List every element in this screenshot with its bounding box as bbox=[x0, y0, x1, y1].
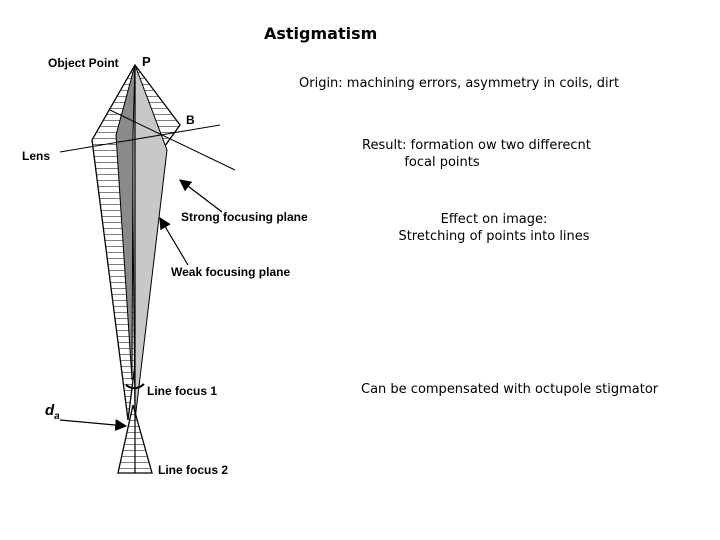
strong-plane-label: Strong focusing plane bbox=[181, 210, 308, 224]
strong-plane-beam bbox=[115, 64, 136, 381]
compensation-note: Can be compensated with octupole stigmat… bbox=[361, 381, 658, 398]
da-arrow bbox=[59, 419, 128, 431]
line-focus-1-label: Line focus 1 bbox=[147, 384, 217, 398]
effect-line-2: Stretching of points into lines bbox=[398, 229, 590, 244]
skew-plane bbox=[109, 109, 236, 171]
effect-line-1: Effect on image: bbox=[440, 212, 548, 227]
da-sub: a bbox=[54, 411, 60, 422]
p-label: P bbox=[142, 54, 151, 69]
effect-note: Effect on image: Stretching of points in… bbox=[394, 211, 594, 245]
da-main: d bbox=[45, 402, 55, 419]
weak-plane-label: Weak focusing plane bbox=[171, 265, 290, 279]
strong-plane-arrow bbox=[179, 179, 223, 213]
da-label: da bbox=[45, 402, 60, 422]
weak-plane-arrow bbox=[159, 216, 189, 266]
line-focus-2-label: Line focus 2 bbox=[158, 463, 228, 477]
lens-plane bbox=[59, 124, 221, 153]
b-label: B bbox=[186, 113, 195, 127]
object-point-label: Object Point bbox=[48, 56, 119, 70]
result-line-2: focal points bbox=[404, 155, 480, 170]
lens-label: Lens bbox=[22, 149, 50, 163]
line-focus-1-mark bbox=[125, 383, 145, 390]
slide-title: Astigmatism bbox=[264, 24, 378, 43]
compensation-text: Can be compensated with octupole stigmat… bbox=[361, 382, 659, 397]
origin-text: Origin: machining errors, asymmetry in c… bbox=[299, 76, 620, 91]
origin-note: Origin: machining errors, asymmetry in c… bbox=[299, 75, 619, 92]
